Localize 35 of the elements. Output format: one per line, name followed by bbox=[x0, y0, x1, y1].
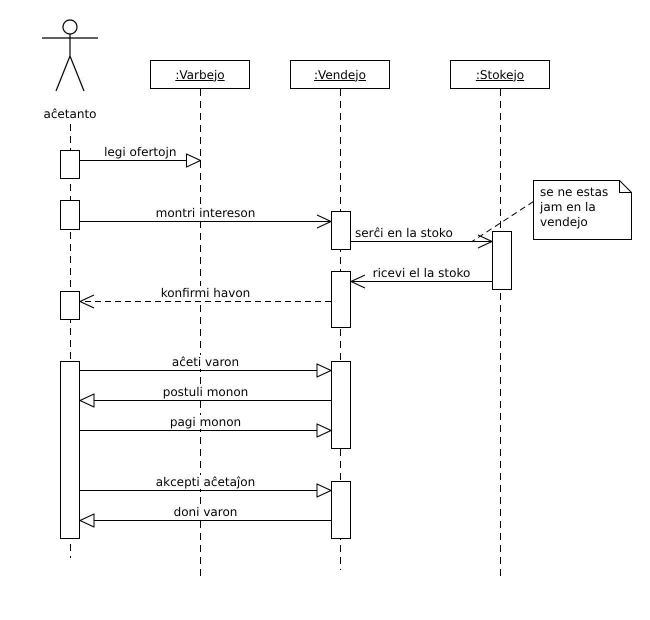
activation-bar bbox=[331, 271, 351, 328]
activation-bar bbox=[331, 481, 351, 539]
message-label: aĉeti varon bbox=[170, 354, 242, 368]
message-label: pagi monon bbox=[168, 414, 244, 428]
message-label: legi ofertojn bbox=[102, 144, 178, 158]
arrow bbox=[80, 364, 332, 378]
arrow bbox=[80, 154, 201, 168]
message-label: postuli monon bbox=[160, 384, 250, 398]
note: se ne estas jam en la vendejo bbox=[533, 180, 632, 240]
message-label: akcepti aĉetaĵon bbox=[154, 474, 258, 488]
arrow bbox=[80, 484, 332, 498]
arrow bbox=[80, 514, 332, 528]
activation-bar bbox=[492, 231, 512, 290]
message-label: serĉi en la stoko bbox=[353, 226, 455, 240]
message-label: ricevi el la stoko bbox=[370, 266, 472, 280]
activation-bar bbox=[331, 211, 351, 250]
object-box: :Stokejo bbox=[450, 60, 550, 89]
arrow bbox=[80, 214, 332, 228]
activation-bar bbox=[60, 361, 80, 539]
message-label: konfirmi havon bbox=[158, 286, 252, 300]
leader-line bbox=[472, 201, 534, 242]
message-label: doni varon bbox=[172, 504, 240, 518]
activation-bar bbox=[60, 291, 80, 320]
dashed-arrow bbox=[80, 294, 332, 308]
arrow bbox=[350, 274, 492, 288]
activation-bar bbox=[60, 200, 80, 230]
arrow bbox=[80, 424, 332, 438]
object-box: :Varbejo bbox=[150, 60, 250, 89]
activation-bar bbox=[60, 150, 80, 179]
actor-label: aĉetanto bbox=[43, 107, 97, 121]
message-label: montri intereson bbox=[154, 206, 258, 220]
object-box: :Vendejo bbox=[290, 60, 390, 89]
activation-bar bbox=[331, 361, 351, 449]
arrow bbox=[80, 394, 332, 408]
arrow bbox=[350, 234, 492, 248]
